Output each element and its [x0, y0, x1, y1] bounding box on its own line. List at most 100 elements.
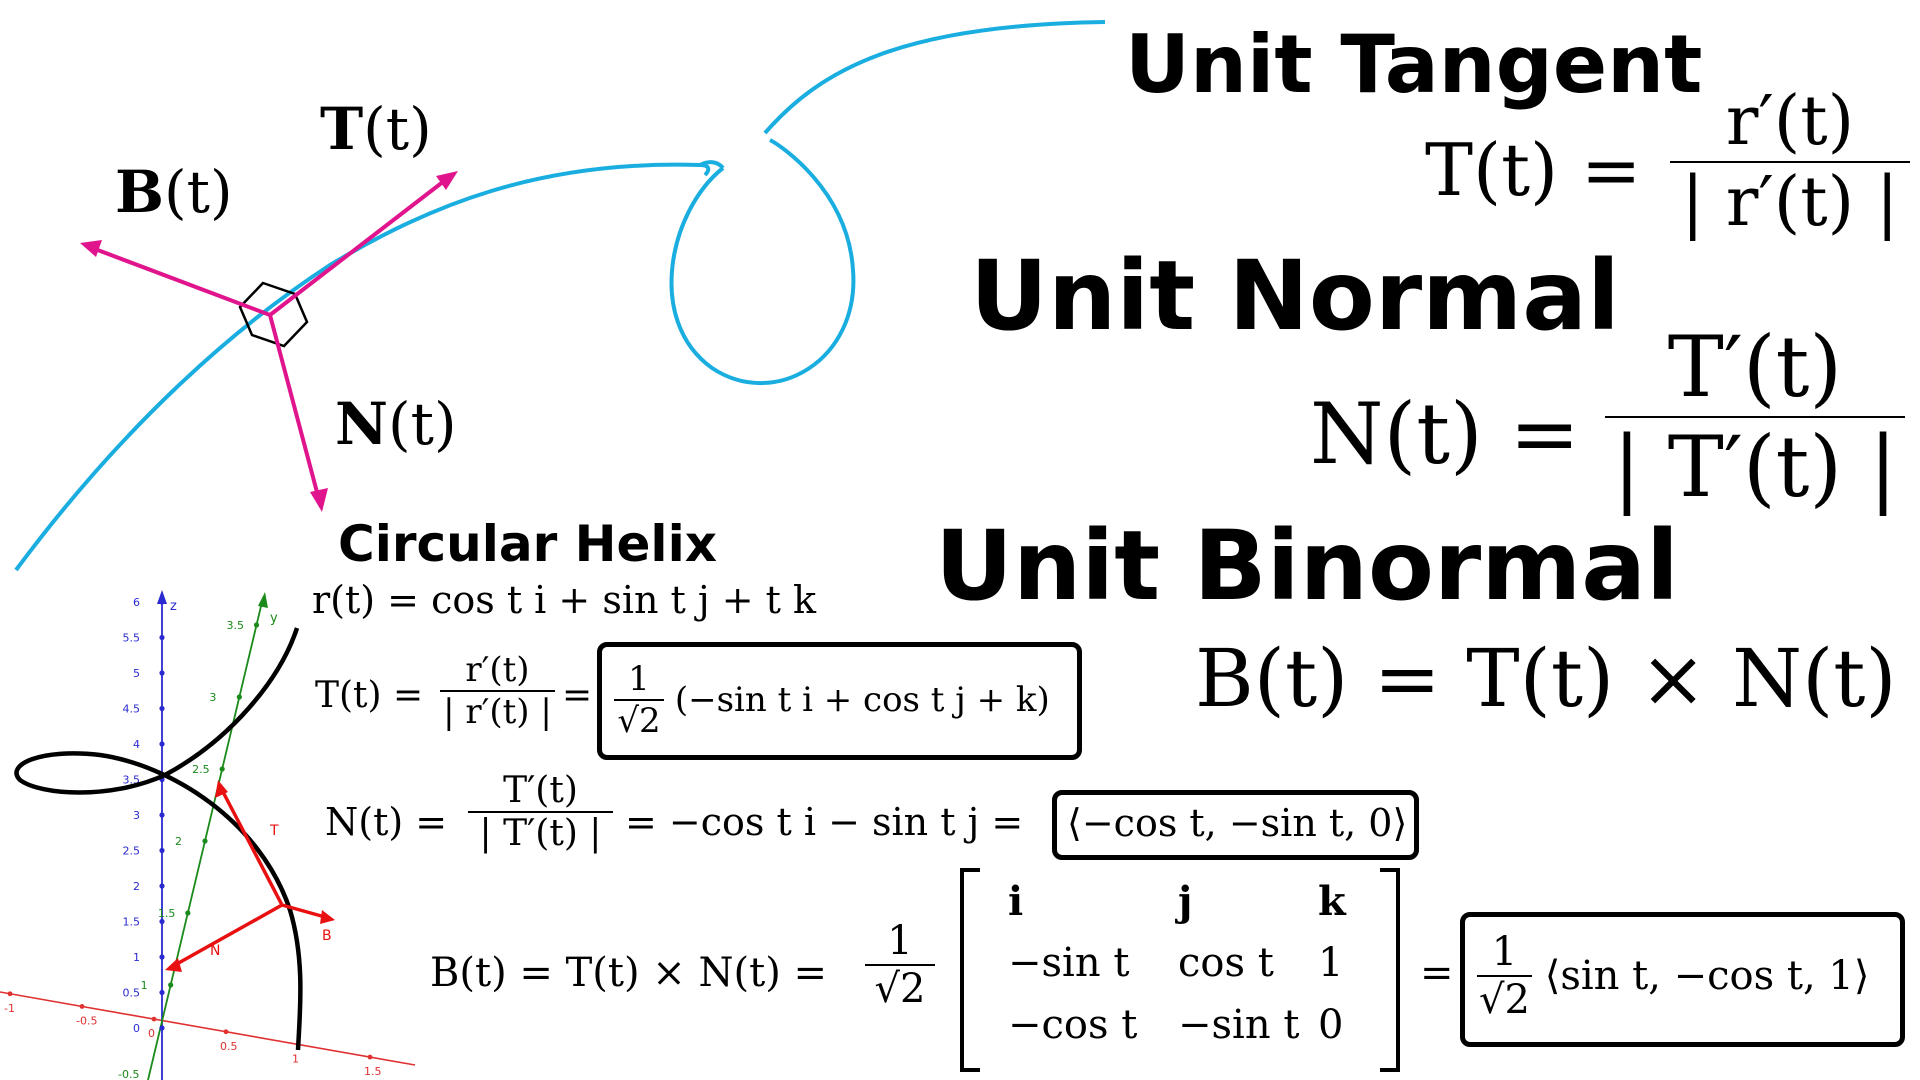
helix-B-result-box: 1 √2 ⟨sin t, −cos t, 1⟩ — [1460, 912, 1905, 1047]
tangent-formula-denominator: | r′(t) | — [1670, 161, 1910, 242]
helix-N-box-vector: ⟨−cos t, −sin t, 0⟩ — [1067, 801, 1408, 845]
z-tick-label: 5 — [133, 667, 140, 680]
helix-3d-plot: z y 65.554.543.532.521.510.50 3.532.521.… — [0, 590, 416, 1080]
cross-product-matrix: i j k −sin t cos t 1 −cos t −sin t 0 — [960, 868, 1400, 1072]
y-tick-label: 1.5 — [158, 907, 176, 920]
space-curve-tail — [763, 20, 1106, 135]
y-tick-dot — [236, 694, 242, 700]
x-axis-ticks: -1-0.500.511.5-0.5 — [4, 991, 382, 1080]
z-tick-label: 6 — [133, 596, 140, 609]
z-tick-label: 2.5 — [123, 845, 141, 858]
matrix-cell-r1-c1: cos t — [1178, 940, 1274, 986]
label-N-of-t: N(t) — [335, 390, 457, 458]
helix-T-denominator: | r′(t) | — [440, 690, 555, 732]
label-B-arg: (t) — [164, 158, 233, 226]
y-tick-dot — [253, 622, 260, 628]
helix-B-fraction: 1 √2 — [865, 918, 935, 1012]
helix-T-box-denominator: √2 — [614, 699, 664, 741]
helix-B-vector — [281, 903, 326, 919]
space-curve-bridge — [699, 160, 725, 170]
z-tick-label: 3 — [133, 809, 140, 822]
helix-T-box-vector: (−sin t i + cos t j + k) — [674, 680, 1050, 720]
z-tick-label: 5.5 — [123, 632, 141, 645]
helix-T-result-box: 1 √2 (−sin t i + cos t j + k) — [597, 642, 1082, 760]
label-N-letter: N — [335, 390, 389, 458]
helix-N-result-box: ⟨−cos t, −sin t, 0⟩ — [1052, 790, 1419, 860]
z-tick-dot — [159, 883, 165, 889]
y-tick-label: 2 — [175, 835, 182, 848]
label-N-arg: (t) — [388, 390, 457, 458]
helix-T-box-numerator: 1 — [628, 659, 650, 699]
z-tick-dot — [159, 989, 165, 996]
helix-T-numerator: r′(t) — [465, 650, 530, 690]
x-tick-label: -0.5 — [76, 1014, 97, 1027]
binormal-vector-arrow — [94, 247, 271, 317]
heading-unit-tangent: Unit Tangent — [1125, 18, 1703, 111]
label-T-letter: T — [320, 95, 364, 163]
helix-B-label: B — [322, 928, 332, 944]
matrix-cell-r2-c0: −cos t — [1008, 1002, 1138, 1048]
z-tick-dot — [159, 918, 165, 925]
x-tick-label: 0 — [148, 1027, 155, 1040]
x-tick-label: 0.5 — [220, 1040, 238, 1053]
helix-r-definition: r(t) = cos t i + sin t j + t k — [312, 578, 817, 622]
y-tick-dot — [185, 910, 191, 916]
z-tick-label: 0.5 — [123, 987, 141, 1000]
label-B-of-t: B(t) — [115, 158, 233, 226]
y-axis-ticks: 3.532.521.51 — [141, 619, 260, 992]
matrix-cell-r0-c1: j — [1178, 878, 1193, 925]
normal-formula-lhs: N(t) = — [1310, 385, 1580, 483]
y-tick-label-lower: -0.5 — [118, 1068, 139, 1080]
z-tick-dot — [159, 954, 165, 960]
y-tick-dot — [168, 982, 174, 988]
y-tick-label: 2.5 — [192, 763, 210, 776]
z-tick-dot — [159, 741, 165, 747]
helix-B-box-vector: ⟨sin t, −cos t, 1⟩ — [1544, 953, 1870, 999]
helix-N-fraction: T′(t) | T′(t) | — [468, 770, 613, 854]
tangent-vector-arrow — [268, 176, 450, 317]
label-T-of-t: T(t) — [320, 95, 432, 163]
label-T-arg: (t) — [363, 95, 432, 163]
matrix-cell-r2-c2: 0 — [1318, 1002, 1344, 1048]
z-tick-label: 4.5 — [123, 703, 141, 716]
helix-N-middle: = −cos t i − sin t j = — [625, 800, 1024, 844]
z-tick-dot — [159, 634, 165, 641]
helix-B-numerator: 1 — [887, 918, 913, 964]
matrix-cell-r0-c0: i — [1008, 878, 1024, 925]
z-axis-ticks: 65.554.543.532.521.510.50 — [123, 596, 165, 1035]
matrix-cell-r0-c2: k — [1318, 878, 1346, 925]
z-tick-label: 1 — [133, 951, 140, 964]
helix-B-denominator: √2 — [865, 964, 935, 1012]
helix-B-arrowhead — [320, 910, 335, 924]
z-axis-label: z — [170, 599, 177, 614]
z-tick-dot — [159, 705, 165, 712]
helix-N-lhs: N(t) = — [325, 800, 448, 844]
helix-T-fraction: r′(t) | r′(t) | — [440, 650, 555, 732]
helix-T-lhs: T(t) = — [315, 675, 424, 716]
x-axis-line — [0, 991, 416, 1066]
helix-B-box-denominator: √2 — [1477, 975, 1532, 1023]
label-B-letter: B — [115, 158, 165, 226]
normal-formula-fraction: T′(t) | T′(t) | — [1605, 318, 1905, 516]
matrix-cell-r1-c0: −sin t — [1008, 940, 1130, 986]
x-tick-dot — [79, 1004, 85, 1009]
matrix-cell-r1-c2: 1 — [1318, 940, 1344, 986]
y-axis-label: y — [270, 611, 278, 626]
helix-B-equals: = — [1420, 950, 1454, 996]
z-tick-label: 2 — [133, 880, 140, 893]
normal-vector-arrow — [268, 314, 320, 497]
z-tick-dot — [159, 847, 165, 854]
y-tick-dot — [202, 838, 208, 844]
matrix-cell-r2-c1: −sin t — [1178, 1002, 1300, 1048]
normal-formula-numerator: T′(t) — [1667, 318, 1843, 416]
z-tick-dot — [159, 599, 165, 605]
helix-N-denominator: | T′(t) | — [468, 811, 613, 854]
x-tick-label: -1 — [4, 1002, 15, 1015]
y-tick-dot — [219, 766, 225, 772]
helix-B-box-numerator: 1 — [1491, 929, 1518, 975]
x-tick-label: 1 — [292, 1052, 299, 1065]
helix-N-numerator: T′(t) — [503, 770, 578, 811]
tangent-formula-lhs: T(t) = — [1425, 128, 1642, 212]
